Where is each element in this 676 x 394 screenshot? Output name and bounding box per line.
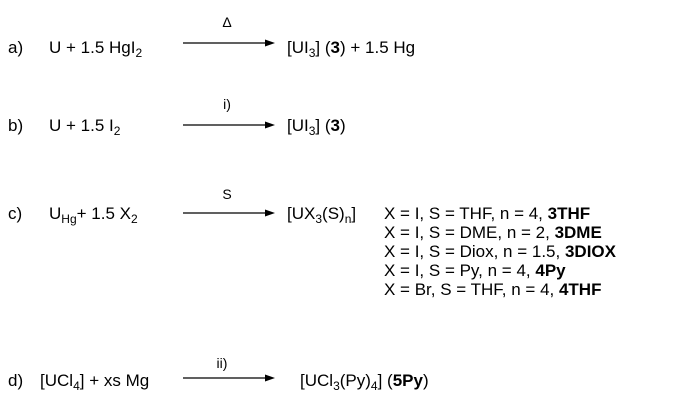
reaction-a-label: a) xyxy=(8,38,24,57)
variant-line: X = I, S = Diox, n = 1.5, 3DIOX xyxy=(384,242,616,261)
reaction-d-label: d) xyxy=(8,371,24,390)
variant-line: X = I, S = Py, n = 4, 4Py xyxy=(384,261,566,280)
reaction-c-label: c) xyxy=(8,204,23,223)
reaction-b-label: b) xyxy=(8,116,24,135)
reaction-a-arrow xyxy=(183,39,275,47)
reaction-d-arrow xyxy=(183,374,275,382)
reaction-c-condition: S xyxy=(222,186,232,202)
reaction-d-products: [UCl3(Py)4] (5Py) xyxy=(300,371,429,393)
reaction-d-condition: ii) xyxy=(216,355,228,371)
reaction-a-condition: Δ xyxy=(222,14,232,30)
reaction-b-condition: i) xyxy=(223,96,231,112)
reaction-a-products: [UI3] (3) + 1.5 Hg xyxy=(287,38,416,60)
reaction-b-arrow xyxy=(183,121,275,129)
variant-line: X = Br, S = THF, n = 4, 4THF xyxy=(384,280,602,299)
reaction-c-arrow xyxy=(183,209,275,217)
reaction-c-products: [UX3(S)n] xyxy=(287,204,357,226)
reaction-c-reactants: UHg+ 1.5 X2 xyxy=(49,204,138,226)
variant-line: X = I, S = THF, n = 4, 3THF xyxy=(384,204,591,223)
reaction-b-products: [UI3] (3) xyxy=(287,116,346,138)
variant-line: X = I, S = DME, n = 2, 3DME xyxy=(384,223,602,242)
reaction-a-reactants: U + 1.5 HgI2 xyxy=(49,38,143,60)
reaction-d-reactants: [UCl4] + xs Mg xyxy=(40,371,150,393)
reaction-b-reactants: U + 1.5 I2 xyxy=(49,116,121,138)
